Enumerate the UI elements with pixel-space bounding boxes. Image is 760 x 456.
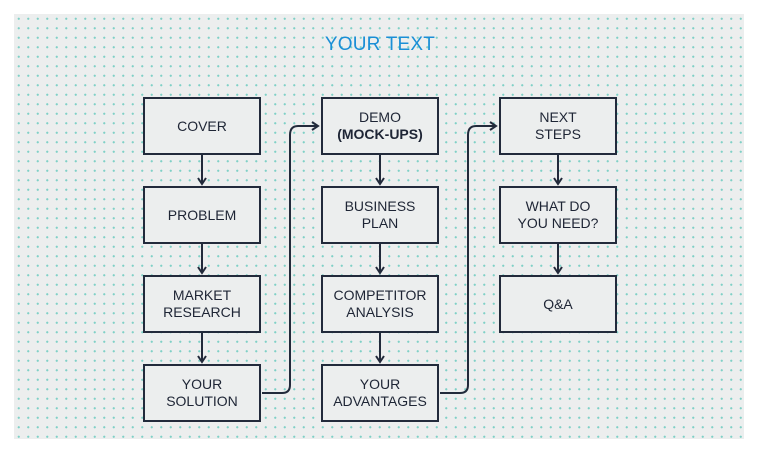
box-your-solution: YOUR SOLUTION [143, 364, 261, 422]
box-label: COMPETITOR ANALYSIS [333, 287, 427, 320]
box-label: PROBLEM [167, 206, 237, 223]
page-title: YOUR TEXT [324, 34, 436, 55]
box-next-steps: NEXT STEPS [499, 97, 617, 155]
connector-solution-to-demo [262, 121, 320, 394]
box-label: NEXT STEPS [535, 109, 581, 142]
box-qa: Q&A [499, 275, 617, 333]
box-label: YOUR SOLUTION [166, 376, 238, 409]
box-demo: DEMO (MOCK-UPS) [321, 97, 439, 155]
box-label: WHAT DO YOU NEED? [517, 198, 599, 231]
box-label: MARKET RESEARCH [163, 287, 241, 320]
box-label: COVER [177, 117, 227, 134]
box-business-plan: BUSINESS PLAN [321, 186, 439, 244]
box-market-research: MARKET RESEARCH [143, 275, 261, 333]
box-sublabel: (MOCK-UPS) [337, 126, 423, 142]
box-label: Q&A [543, 295, 573, 312]
box-label: DEMO [358, 109, 401, 125]
box-what-do-you-need: WHAT DO YOU NEED? [499, 186, 617, 244]
box-competitor-analysis: COMPETITOR ANALYSIS [321, 275, 439, 333]
box-label: BUSINESS PLAN [344, 198, 416, 231]
box-your-advantages: YOUR ADVANTAGES [321, 364, 439, 422]
box-cover: COVER [143, 97, 261, 155]
box-label: YOUR ADVANTAGES [333, 376, 427, 409]
connector-advantages-to-next [440, 121, 498, 394]
box-problem: PROBLEM [143, 186, 261, 244]
